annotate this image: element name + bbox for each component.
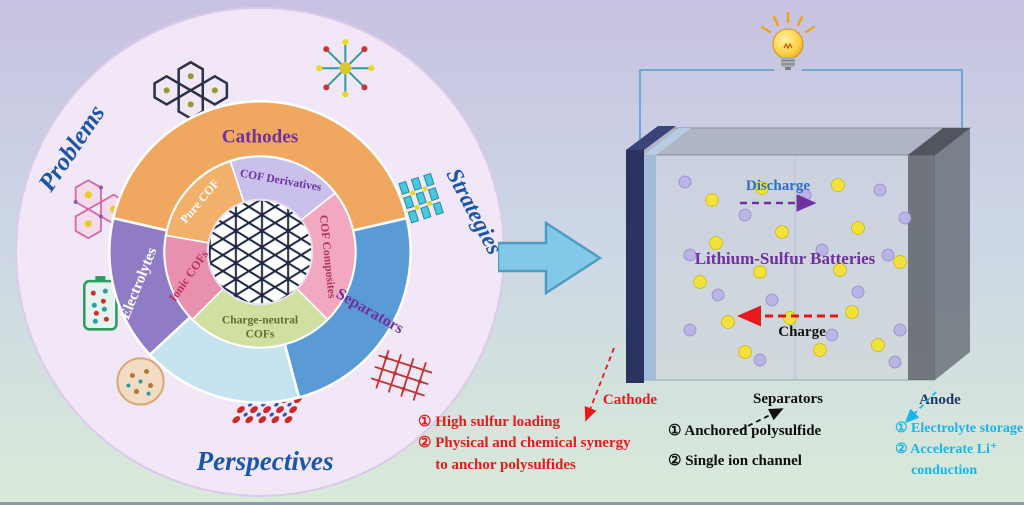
cathode-slab-top [626,126,676,150]
cathode-slab [626,150,644,383]
wheel-label-charge-neutral-line1: Charge-neutral [222,314,298,326]
light-bulb-icon [760,11,816,70]
anode-leader-line [904,391,937,424]
anode-label: Anode [919,392,961,408]
cof-wheel-diagram: Cathodes Electrolytes Separators Pure CO… [15,7,506,497]
separator-note-1: ① Anchored polysulfide [668,423,822,439]
cof-image-porous-sphere [116,357,165,406]
cathode-note-1: ① High sulfur loading [418,414,560,430]
battery-title: Lithium-Sulfur Batteries [695,249,876,268]
charge-label: Charge [778,324,826,340]
cof-image-starburst [316,39,375,98]
battery-diagram: Discharge Lithium-Sulfur Batteries Charg… [584,11,972,431]
big-right-arrow [498,220,603,296]
separator-note-2: ② Single ion channel [668,453,802,469]
cof-image-battery-sketch [83,276,118,331]
electrolyte-slab [644,155,656,380]
battery-cell-box [626,126,972,383]
wheel-label-charge-neutral-line2: COFs [246,328,275,340]
separator-notes: ① Anchored polysulfide ② Single ion chan… [668,421,880,481]
circuit-wire [639,69,963,148]
separators-label: Separators [753,391,823,407]
separator-leader-line [739,408,784,431]
wheel-heading-perspectives: Perspectives [196,446,334,476]
bottom-edge-line [0,502,1024,505]
anode-note-2: ② Accelerate Li⁺ conduction [895,442,998,478]
anode-slab-top [908,128,970,155]
center-cof-lattice-image [206,198,314,306]
cof-image-red-mesh [370,349,433,401]
anode-notes: ① Electrolyte storage ② Accelerate Li⁺ c… [895,418,1024,481]
cathode-notes: ① High sulfur loading ② Physical and che… [418,412,640,476]
anode-slab [908,155,935,380]
electrolyte-slab-top [644,128,691,155]
sulfur-dots [693,178,907,359]
cathode-leader-line [584,347,615,422]
cathode-note-2: ② Physical and chemical synergy to ancho… [418,435,631,473]
discharge-label: Discharge [746,178,810,194]
cof-image-hex-framework [153,60,229,120]
anode-note-1: ① Electrolyte storage [895,421,1024,436]
cathode-label: Cathode [603,392,658,408]
wheel-label-cathodes: Cathodes [222,127,298,148]
box-right-face [935,128,970,380]
